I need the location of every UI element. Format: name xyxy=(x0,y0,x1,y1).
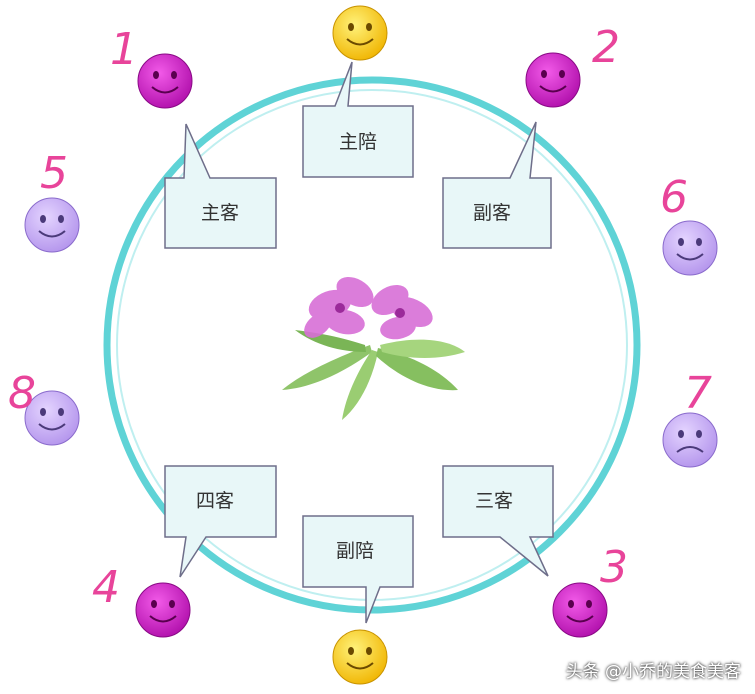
seat-number-2: 2 xyxy=(592,22,620,73)
label-guest-fourth: 四客 xyxy=(196,490,234,512)
callout-guest-deputy: 副客 xyxy=(442,121,552,249)
host-main-face xyxy=(332,5,388,61)
callout-host-main: 主陪 xyxy=(302,61,414,178)
label-host-deputy: 副陪 xyxy=(336,540,374,562)
guest-3-face xyxy=(552,582,608,638)
seat-number-8: 8 xyxy=(8,368,36,419)
guest-4-face xyxy=(135,582,191,638)
guest-8-face xyxy=(24,390,80,446)
callout-host-deputy: 副陪 xyxy=(302,515,414,624)
seat-number-7: 7 xyxy=(684,368,712,419)
callout-guest-main: 主客 xyxy=(164,123,277,249)
flower-centerpiece xyxy=(282,276,465,420)
seat-number-6: 6 xyxy=(660,172,688,223)
label-host-main: 主陪 xyxy=(339,131,377,153)
seat-number-4: 4 xyxy=(92,562,120,613)
guest-7-face xyxy=(662,412,718,468)
guest-5-face xyxy=(24,197,80,253)
callout-guest-third: 三客 xyxy=(442,465,554,577)
guest-6-face xyxy=(662,220,718,276)
seat-number-3: 3 xyxy=(600,542,628,593)
guest-2-face xyxy=(525,52,581,108)
label-guest-third: 三客 xyxy=(475,490,513,512)
callout-guest-fourth: 四客 xyxy=(164,465,277,578)
guest-1-face xyxy=(137,53,193,109)
label-guest-main: 主客 xyxy=(201,202,239,224)
label-guest-deputy: 副客 xyxy=(473,202,511,224)
host-deputy-face xyxy=(332,629,388,685)
seat-number-1: 1 xyxy=(110,24,138,75)
seat-number-5: 5 xyxy=(40,148,68,199)
watermark: 头条 @小乔的美食美客 xyxy=(565,662,741,682)
